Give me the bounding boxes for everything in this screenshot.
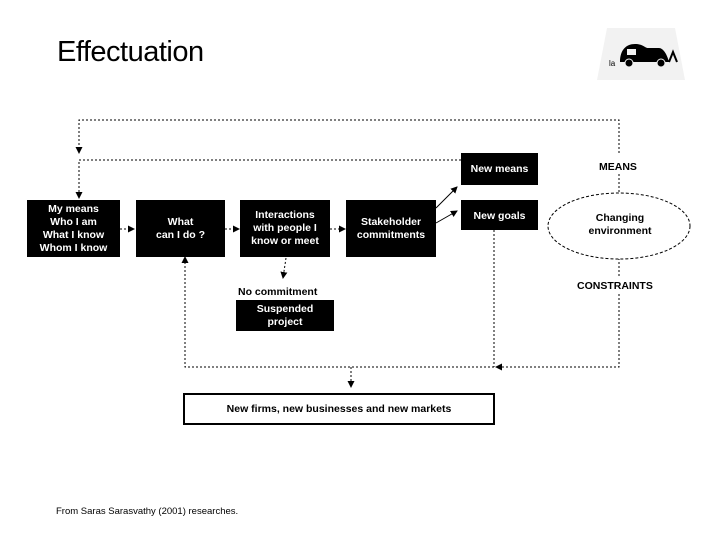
- stakeholder-commitments-label: Stakeholder commitments: [356, 215, 426, 241]
- my-means-label: My means Who I am What I know Whom I kno…: [39, 202, 108, 254]
- changing-environment-ellipse: [547, 192, 691, 260]
- constraints-label: CONSTRAINTS: [577, 280, 653, 292]
- new-goals-box: New goals: [461, 200, 538, 230]
- interactions-box: Interactions with people I know or meet: [240, 200, 330, 257]
- no-commitment-label: No commitment: [238, 286, 318, 298]
- source-footnote: From Saras Sarasvathy (2001) researches.: [56, 506, 239, 517]
- what-can-i-do-box: What can I do ?: [136, 200, 225, 257]
- vehicle-logo-icon: la: [593, 28, 688, 80]
- new-means-box: New means: [461, 153, 538, 185]
- means-label: MEANS: [599, 161, 637, 173]
- logo-text: la: [609, 59, 616, 68]
- interactions-label: Interactions with people I know or meet: [251, 209, 319, 247]
- slide-title: Effectuation: [57, 36, 204, 68]
- suspended-project-box: Suspended project: [236, 300, 334, 331]
- stakeholder-commitments-box: Stakeholder commitments: [346, 200, 436, 257]
- new-goals-label: New goals: [473, 210, 526, 222]
- new-means-label: New means: [470, 162, 529, 175]
- my-means-box: My means Who I am What I know Whom I kno…: [27, 200, 120, 257]
- suspended-project-label: Suspended project: [256, 302, 314, 328]
- what-can-i-do-label: What can I do ?: [155, 215, 205, 241]
- outcome-box: New firms, new businesses and new market…: [183, 393, 495, 425]
- changing-environment-label: Changing environment: [588, 212, 652, 237]
- outcome-label: New firms, new businesses and new market…: [226, 403, 452, 415]
